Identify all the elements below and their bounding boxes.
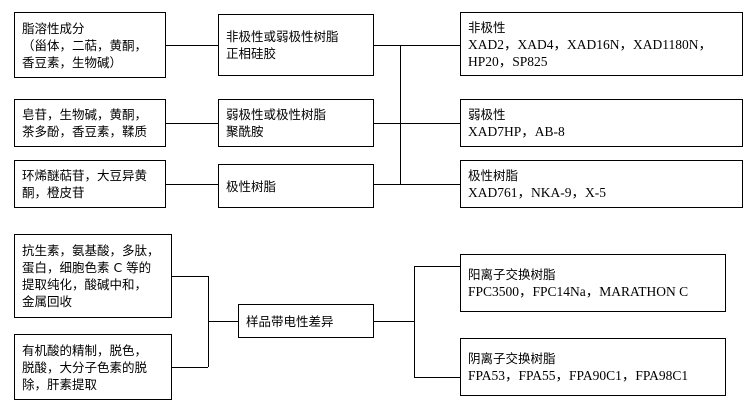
sample-line: 有机酸的精制，脱色， [22,342,148,358]
sample-line: 脱酸，大分子色素的脱 [22,359,148,375]
sample-line: （甾体，二萜，黄酮， [22,37,148,53]
product-box-anion-exchange-resin[interactable]: 阴离子交换树脂 FPA53，FPA55，FPA90C1，FPA98C1 [460,338,726,396]
connector-method1-bus [374,45,460,46]
method-box-weakpolar-resin[interactable]: 弱极性或极性树脂 聚酰胺 [218,99,374,147]
connector-sample1-method1 [166,45,218,46]
hub-label: 样品带电性差异 [246,313,334,329]
sample-line: 皂苷，生物碱，黄酮， [22,107,148,122]
connector-lower-right-split-bus [414,266,415,377]
product-box-polar[interactable]: 极性树脂 XAD761，NKA-9，X-5 [460,160,743,208]
product-heading: 弱极性 [468,107,506,122]
sample-line: 茶多酚，香豆素，鞣质 [22,124,148,139]
connector-method2-bus [374,123,460,124]
sample-box-lipophilic[interactable]: 脂溶性成分 （甾体，二萜，黄酮， 香豆素，生物碱） [14,12,166,78]
product-line: XAD761，NKA-9，X-5 [468,185,606,200]
product-line: XAD2，XAD4，XAD16N，XAD1180N， [468,36,712,52]
method-line: 极性树脂 [226,178,277,194]
sample-line: 蛋白，细胞色素 C 等的 [22,260,152,275]
product-heading: 阴离子交换树脂 [468,351,556,366]
product-box-nonpolar[interactable]: 非极性 XAD2，XAD4，XAD16N，XAD1180N， HP20，SP82… [460,12,743,76]
method-box-polar-resin[interactable]: 极性树脂 [218,164,374,208]
connector-merge-to-hub [208,321,238,322]
connector-sample3-method3 [166,184,218,185]
method-line: 非极性或弱极性树脂 [226,29,339,44]
method-line: 弱极性或极性树脂 [226,107,327,122]
product-line: HP20，SP825 [468,53,548,69]
connector-sample2-method2 [166,123,218,124]
sample-box-iridoid-glycosides[interactable]: 环烯醚萜苷，大豆异黄 酮，橙皮苷 [14,160,166,208]
product-box-cation-exchange-resin[interactable]: 阳离子交换树脂 FPC3500，FPC14Na，MARATHON C [460,254,726,312]
sample-line: 酮，橙皮苷 [22,185,85,200]
connector-sample-organicacids-stub [172,367,208,368]
method-line: 正相硅胶 [226,46,277,61]
sample-line: 抗生素，氨基酸，多肽， [22,243,160,258]
product-box-weakpolar[interactable]: 弱极性 XAD7HP，AB-8 [460,99,743,147]
product-heading: 阳离子交换树脂 [468,267,556,282]
sample-line: 除，肝素提取 [22,376,98,392]
method-box-nonpolar-resin[interactable]: 非极性或弱极性树脂 正相硅胶 [218,14,374,76]
sample-line: 脂溶性成分 [22,20,85,36]
connector-upper-vertical-bus [400,45,401,185]
sample-box-antibiotics[interactable]: 抗生素，氨基酸，多肽， 蛋白，细胞色素 C 等的 提取纯化，酸碱中和， 金属回收 [14,234,172,318]
connector-split-to-cation [414,266,460,267]
sample-box-saponins[interactable]: 皂苷，生物碱，黄酮， 茶多酚，香豆素，鞣质 [14,99,166,147]
connector-method3-bus [374,184,460,185]
sample-line: 环烯醚萜苷，大豆异黄 [22,168,148,183]
product-line: FPC3500，FPC14Na，MARATHON C [468,284,689,299]
method-line: 聚酰胺 [226,124,264,139]
product-heading: 非极性 [468,19,506,35]
product-line: FPA53，FPA55，FPA90C1，FPA98C1 [468,368,689,383]
connector-hub-to-split [374,321,414,322]
sample-line: 提取纯化，酸碱中和， [22,277,148,292]
connector-sample-antibiotics-stub [172,276,208,277]
sample-line: 金属回收 [22,294,73,309]
hub-box-sample-charge-difference[interactable]: 样品带电性差异 [238,304,374,338]
product-heading: 极性树脂 [468,168,519,183]
sample-line: 香豆素，生物碱） [22,54,123,70]
sample-box-organic-acids[interactable]: 有机酸的精制，脱色， 脱酸，大分子色素的脱 除，肝素提取 [14,334,172,400]
product-line: XAD7HP，AB-8 [468,124,565,139]
connector-split-to-anion [414,377,460,378]
